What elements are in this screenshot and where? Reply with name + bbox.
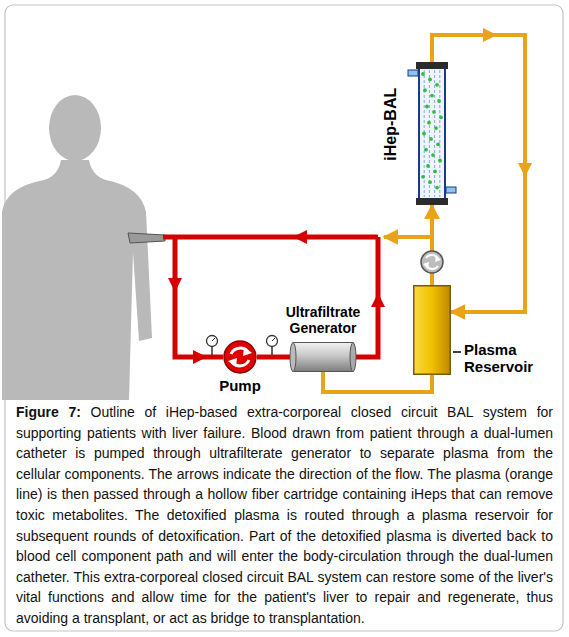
node-label: Pump — [219, 377, 261, 394]
flow-connector — [323, 372, 432, 392]
leader-line — [453, 351, 461, 353]
dual-lumen-catheter — [128, 233, 165, 243]
pressure-gauge — [207, 336, 218, 356]
patient-silhouette — [2, 95, 152, 400]
plasma-pump-symbol — [421, 251, 443, 273]
node-label: Plasma Reservoir — [464, 341, 546, 376]
bioreactor-cartridge: iHep-BAL — [418, 62, 446, 205]
caption-lead: Figure 7: — [16, 404, 81, 420]
res-shape — [413, 285, 451, 375]
pump-shape — [223, 340, 257, 374]
node-label: iHep-BAL — [382, 88, 400, 161]
blood-circuit — [163, 237, 378, 357]
pressure-gauge — [267, 336, 278, 356]
flow-connector — [257, 355, 290, 360]
pump-circle: Pump — [223, 340, 257, 374]
cyl-shape — [290, 342, 356, 372]
node-label: Ultrafiltrate Generator — [273, 304, 373, 336]
caption-body: Outline of iHep-based extra-corporeal cl… — [16, 404, 553, 626]
reservoir-box: Plasma Reservoir — [413, 285, 451, 375]
bal-shape — [418, 62, 446, 205]
figure-caption: Figure 7: Outline of iHep-based extra-co… — [16, 402, 553, 629]
plasma-return-branch — [384, 235, 432, 239]
flow-arrows-orange — [483, 28, 532, 177]
filter-cylinder: Ultrafiltrate Generator — [290, 342, 356, 372]
